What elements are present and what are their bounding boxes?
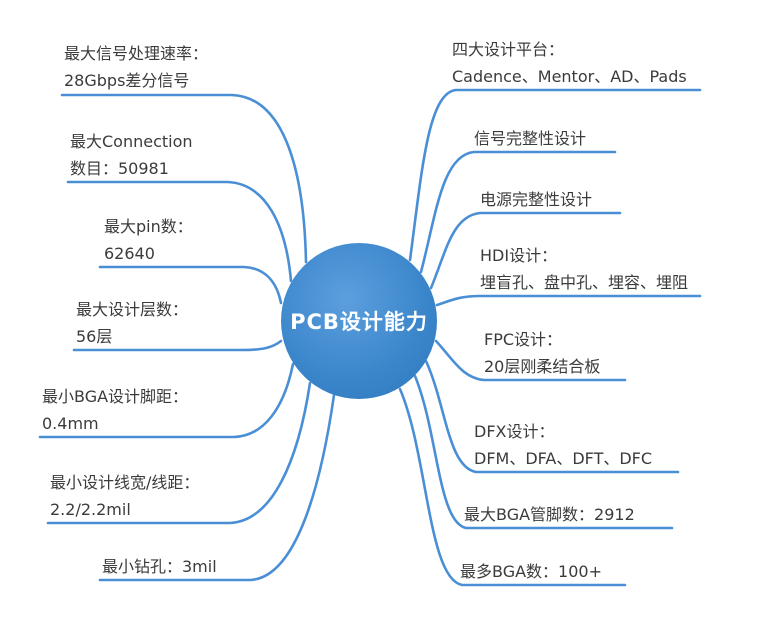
branch-node-right-8: 最多BGA数：100+ [460, 558, 602, 585]
connector-right-1 [408, 88, 702, 262]
branch-label-line: DFX设计： [474, 422, 555, 441]
branch-label-line: 数目：50981 [70, 159, 169, 178]
branch-node-left-1: 最大信号处理速率： 28Gbps差分信号 [64, 40, 208, 94]
branch-node-left-3: 最大pin数： 62640 [104, 213, 193, 267]
branch-label-line: DFM、DFA、DFT、DFC [474, 449, 653, 468]
connector-right-8 [398, 387, 627, 587]
branch-label-line: 最小设计线宽/线距： [50, 473, 200, 492]
branch-label-line: 最多BGA数：100+ [460, 562, 602, 581]
central-node: PCB设计能力 [281, 243, 437, 399]
branch-label-line: 62640 [104, 244, 155, 263]
branch-node-right-1: 四大设计平台： Cadence、Mentor、AD、Pads [452, 36, 687, 90]
connector-right-6 [424, 359, 680, 474]
branch-label-line: 0.4mm [42, 414, 99, 433]
branch-node-left-5: 最小BGA设计脚距： 0.4mm [42, 383, 188, 437]
branch-node-right-5: FPC设计： 20层刚柔结合板 [484, 326, 600, 380]
branch-label-line: 2.2/2.2mil [50, 500, 131, 519]
branch-label-line: 电源完整性设计 [480, 190, 593, 209]
connector-left-1 [60, 93, 308, 264]
branch-label-line: 28Gbps差分信号 [64, 71, 190, 90]
branch-node-left-6: 最小设计线宽/线距： 2.2/2.2mil [50, 469, 199, 523]
branch-label-line: 最大设计层数： [76, 300, 189, 319]
branch-label-line: 20层刚柔结合板 [484, 357, 601, 376]
branch-label-line: 56层 [76, 327, 113, 346]
connector-left-4 [72, 339, 283, 352]
branch-node-right-2: 信号完整性设计 [474, 125, 586, 152]
connector-right-3 [429, 211, 622, 290]
connector-right-5 [434, 339, 627, 382]
branch-label-line: 信号完整性设计 [474, 129, 587, 148]
branch-label-line: 最小钻孔：3mil [102, 557, 217, 576]
connector-right-4 [435, 294, 702, 307]
branch-label-line: 最小BGA设计脚距： [42, 387, 189, 406]
branch-label-line: 最大BGA管脚数：2912 [464, 505, 635, 524]
branch-label-line: HDI设计： [480, 246, 558, 265]
branch-label-line: 最大Connection [70, 132, 193, 151]
connector-left-7 [98, 393, 336, 582]
branch-node-left-2: 最大Connection 数目：50981 [70, 128, 193, 182]
connector-left-6 [46, 381, 312, 525]
branch-label-line: 最大pin数： [104, 217, 193, 236]
central-node-label: PCB设计能力 [290, 310, 428, 334]
connector-right-7 [413, 374, 674, 530]
branch-node-right-4: HDI设计： 埋盲孔、盘中孔、埋容、埋阻 [480, 242, 688, 296]
branch-node-right-3: 电源完整性设计 [480, 186, 592, 213]
branch-node-left-4: 最大设计层数： 56层 [76, 296, 188, 350]
branch-label-line: 埋盲孔、盘中孔、埋容、埋阻 [480, 273, 689, 292]
branch-node-right-6: DFX设计： DFM、DFA、DFT、DFC [474, 418, 652, 472]
connector-left-2 [66, 180, 293, 283]
branch-label-line: Cadence、Mentor、AD、Pads [452, 67, 687, 86]
connector-right-2 [419, 150, 617, 274]
branch-node-left-7: 最小钻孔：3mil [102, 553, 217, 580]
branch-label-line: 最大信号处理速率： [64, 44, 209, 63]
branch-label-line: 四大设计平台： [452, 40, 565, 59]
branch-node-right-7: 最大BGA管脚数：2912 [464, 501, 635, 528]
connector-left-3 [98, 265, 283, 305]
connector-left-5 [38, 362, 295, 439]
branch-label-line: FPC设计： [484, 330, 563, 349]
